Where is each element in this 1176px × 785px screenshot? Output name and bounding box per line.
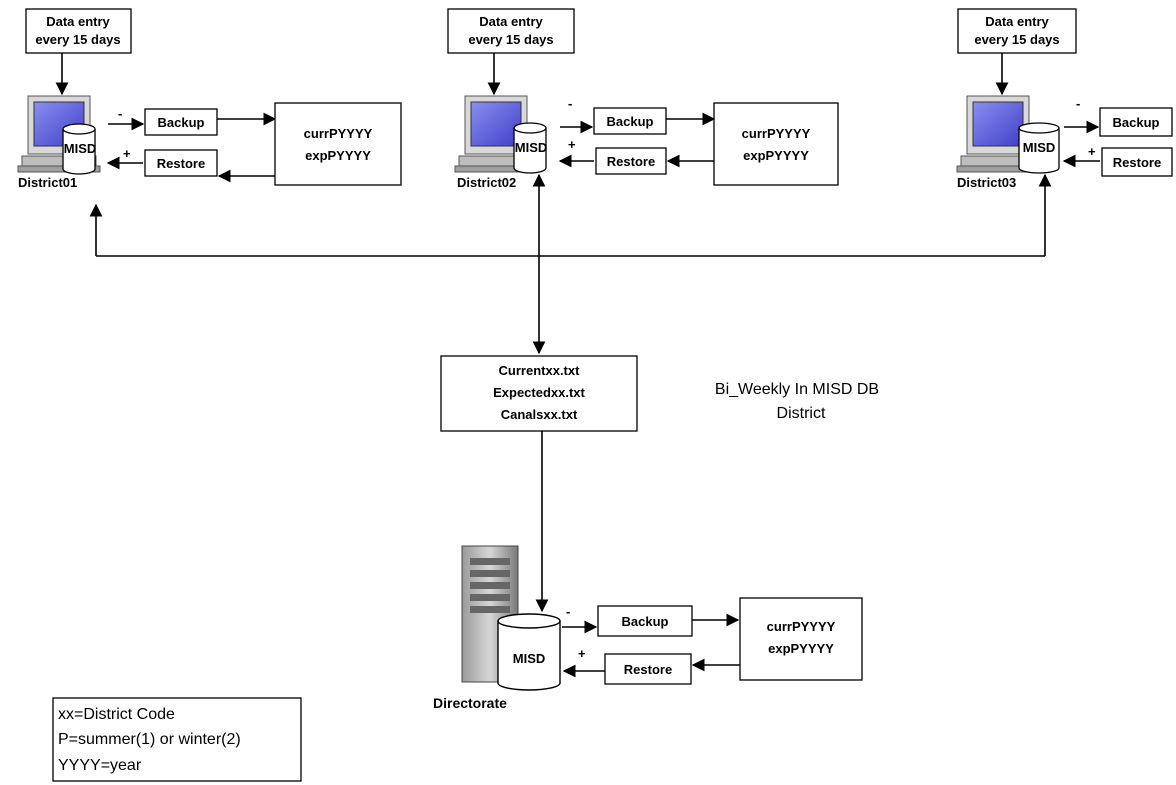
svg-text:Backup: Backup — [607, 114, 654, 129]
legend-item: YYYY=year — [58, 757, 142, 774]
svg-text:expPYYYY: expPYYYY — [305, 148, 371, 163]
restore-box: Restore — [144, 149, 218, 177]
district-02: Data entry every 15 days MISD District02… — [447, 8, 839, 190]
svg-text:Data entry: Data entry — [46, 14, 110, 29]
svg-text:every 15 days: every 15 days — [468, 32, 553, 47]
svg-text:currPYYYY: currPYYYY — [304, 126, 373, 141]
district-03: Data entry every 15 days MISD District03… — [956, 8, 1173, 190]
backup-box: Backup — [593, 107, 667, 135]
minus-sign: - — [568, 96, 572, 111]
svg-text:Currentxx.txt: Currentxx.txt — [499, 363, 581, 378]
misd-label: MISD — [515, 140, 548, 155]
svg-text:Data entry: Data entry — [985, 14, 1049, 29]
legend-box: xx=District Code P=summer(1) or winter(2… — [52, 697, 302, 782]
legend-item: P=summer(1) or winter(2) — [58, 731, 241, 748]
plus-sign: + — [1088, 144, 1096, 159]
restore-box: Restore — [1101, 147, 1173, 177]
svg-text:Backup: Backup — [622, 614, 669, 629]
svg-text:Expectedxx.txt: Expectedxx.txt — [493, 385, 585, 400]
misd-database-icon — [497, 613, 561, 691]
data-entry-box: Data entry every 15 days — [25, 8, 132, 54]
data-entry-box: Data entry every 15 days — [447, 8, 575, 54]
misd-label: MISD — [64, 141, 97, 156]
backup-files-box: currPYYYY expPYYYY — [274, 102, 402, 186]
svg-text:every 15 days: every 15 days — [35, 32, 120, 47]
minus-sign: - — [118, 106, 122, 121]
computer-icon — [956, 95, 1040, 173]
restore-box: Restore — [595, 147, 667, 175]
district-name: District02 — [457, 175, 516, 190]
network-bus — [89, 173, 1052, 355]
svg-text:Backup: Backup — [158, 115, 205, 130]
plus-sign: + — [568, 137, 576, 152]
svg-text:Restore: Restore — [607, 154, 655, 169]
computer-icon — [454, 95, 538, 173]
svg-text:currPYYYY: currPYYYY — [767, 619, 836, 634]
district-name: District01 — [18, 175, 77, 190]
minus-sign: - — [566, 604, 570, 619]
svg-text:Restore: Restore — [1113, 155, 1161, 170]
restore-box: Restore — [604, 653, 692, 685]
directorate: MISD Directorate - + Backup Restore curr… — [433, 545, 863, 711]
backup-box: Backup — [144, 108, 218, 136]
svg-text:expPYYYY: expPYYYY — [768, 641, 834, 656]
district-01: Data entry every 15 days MISD District01… — [17, 8, 402, 190]
transfer-files-box: Currentxx.txt Expectedxx.txt Canalsxx.tx… — [440, 355, 638, 432]
misd-label: MISD — [513, 651, 546, 666]
backup-box: Backup — [1099, 107, 1173, 137]
schedule-note: Bi_Weekly In MISD DB District — [715, 381, 879, 422]
backup-files-box: currPYYYY expPYYYY — [739, 597, 863, 681]
svg-text:expPYYYY: expPYYYY — [743, 148, 809, 163]
svg-text:Restore: Restore — [624, 662, 672, 677]
legend-item: xx=District Code — [58, 706, 175, 723]
misd-database-icon — [1018, 122, 1060, 174]
svg-text:District: District — [777, 405, 826, 422]
backup-box: Backup — [597, 605, 693, 637]
misd-label: MISD — [1023, 140, 1056, 155]
svg-text:every 15 days: every 15 days — [974, 32, 1059, 47]
svg-text:Canalsxx.txt: Canalsxx.txt — [501, 407, 578, 422]
district-name: District03 — [957, 175, 1016, 190]
plus-sign: + — [123, 146, 131, 161]
data-entry-box: Data entry every 15 days — [957, 8, 1077, 54]
directorate-name: Directorate — [433, 695, 507, 711]
svg-text:Restore: Restore — [157, 156, 205, 171]
minus-sign: - — [1076, 96, 1080, 111]
plus-sign: + — [578, 646, 586, 661]
svg-text:currPYYYY: currPYYYY — [742, 126, 811, 141]
svg-text:Bi_Weekly In MISD DB: Bi_Weekly In MISD DB — [715, 381, 879, 398]
svg-text:Backup: Backup — [1113, 115, 1160, 130]
backup-files-box: currPYYYY expPYYYY — [713, 102, 839, 186]
svg-text:Data entry: Data entry — [479, 14, 543, 29]
misd-database-icon — [513, 122, 547, 174]
misd-database-icon — [62, 123, 96, 175]
